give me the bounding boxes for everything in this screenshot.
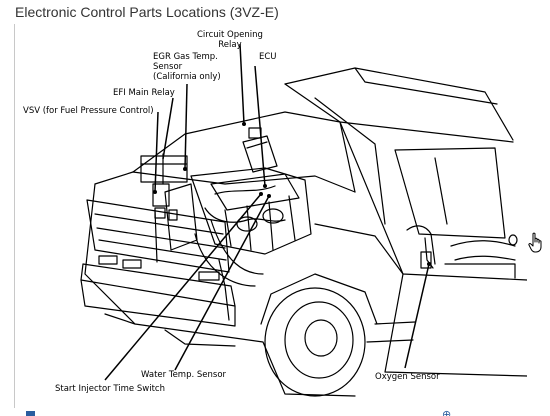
truck-engine-line-drawing	[80, 43, 527, 397]
plus-circle-icon: ⊕	[442, 409, 452, 416]
label-ecu: ECU	[259, 52, 277, 62]
label-vsv: VSV (for Fuel Pressure Control)	[23, 106, 154, 116]
hand-pointer-icon	[528, 232, 542, 253]
label-oxygen-sensor: Oxygen Sensor	[375, 372, 440, 382]
label-start-injector-time-switch: Start Injector Time Switch	[55, 384, 165, 394]
label-egr-gas-temp-sensor: EGR Gas Temp.Sensor(California only)	[153, 52, 221, 82]
bottom-toolbar-partial: ⊕	[14, 408, 550, 416]
square-icon	[26, 411, 35, 416]
page-title: Electronic Control Parts Locations (3VZ-…	[15, 4, 279, 20]
label-efi-main-relay: EFI Main Relay	[113, 88, 175, 98]
label-water-temp-sensor: Water Temp. Sensor	[141, 370, 227, 380]
